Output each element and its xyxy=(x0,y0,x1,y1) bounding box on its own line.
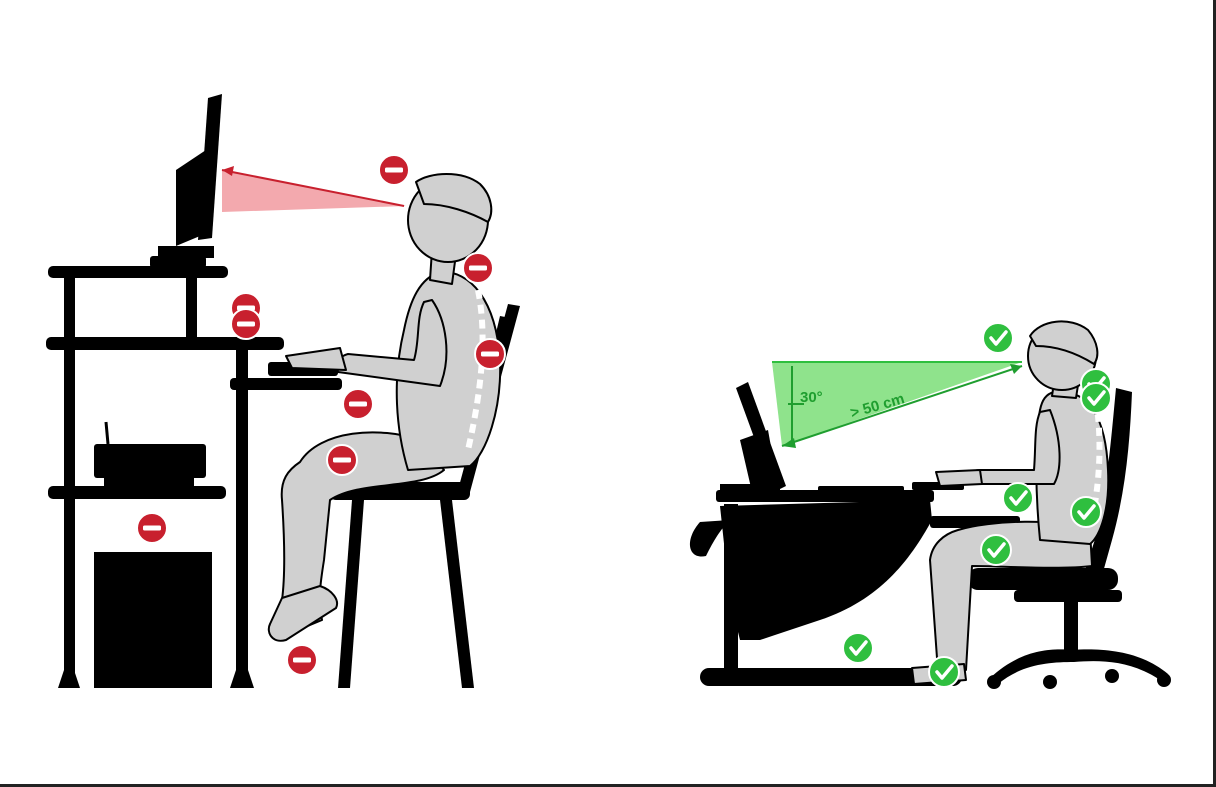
good-monitor xyxy=(720,382,786,492)
minus-circle-icon xyxy=(475,339,505,369)
angle-label: 30° xyxy=(800,389,823,406)
check-circle-icon xyxy=(1071,497,1101,527)
minus-circle-icon xyxy=(231,309,261,339)
minus-circle-icon xyxy=(287,645,317,675)
check-circle-icon xyxy=(843,633,873,663)
bad-posture-scene xyxy=(46,94,520,688)
minus-circle-icon xyxy=(343,389,373,419)
good-posture-scene: 30° > 50 cm xyxy=(690,321,1171,689)
minus-circle-icon xyxy=(463,253,493,283)
bad-monitor xyxy=(150,94,222,268)
check-circle-icon xyxy=(1003,483,1033,513)
minus-circle-icon xyxy=(137,513,167,543)
minus-circle-icon xyxy=(327,445,357,475)
check-circle-icon xyxy=(981,535,1011,565)
good-sightline: 30° > 50 cm xyxy=(772,362,1022,448)
check-circle-icon xyxy=(983,323,1013,353)
minus-circle-icon xyxy=(379,155,409,185)
router xyxy=(94,422,206,486)
check-circle-icon xyxy=(929,657,959,687)
check-circle-icon xyxy=(1081,383,1111,413)
pc-tower xyxy=(94,552,212,688)
good-keyboard xyxy=(818,486,904,492)
bad-figure xyxy=(269,174,500,641)
